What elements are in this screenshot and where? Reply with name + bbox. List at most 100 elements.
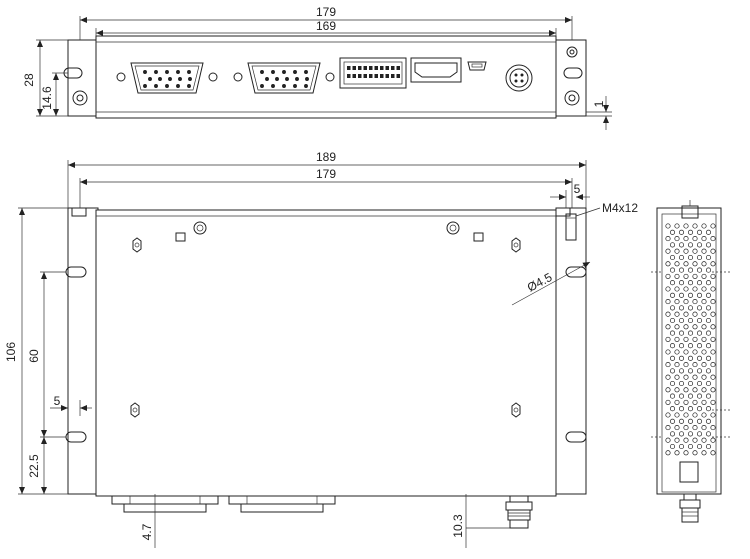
vent-hole (683, 450, 689, 456)
vent-hole (696, 229, 703, 235)
vent-hole (674, 387, 680, 393)
vent-hole (687, 254, 694, 261)
connector-pin (275, 77, 279, 81)
vent-hole (669, 280, 676, 286)
connector-pin (188, 77, 192, 81)
terminal-pin (347, 66, 351, 70)
front-left-screw (72, 90, 88, 106)
vent-hole (710, 362, 716, 368)
svg-text:189: 189 (316, 150, 336, 164)
vent-hole (710, 437, 716, 443)
vent-hole (665, 399, 671, 405)
front-dim-14-6: 14.6 (40, 72, 68, 116)
vent-hole (674, 324, 680, 330)
connector-pin (295, 77, 299, 81)
terminal-pin (363, 74, 367, 78)
svg-text:60: 60 (27, 349, 41, 363)
vent-hole (705, 355, 712, 361)
svg-text:179: 179 (316, 5, 336, 19)
vent-hole (701, 425, 707, 431)
round-screw-right (446, 221, 460, 235)
vent-hole (710, 286, 716, 292)
connector-pin (154, 70, 158, 74)
vent-hole (692, 299, 698, 305)
vent-hole (674, 299, 680, 305)
connector-pin (260, 84, 264, 88)
vent-hole (701, 261, 707, 267)
vent-hole (678, 343, 685, 349)
vent-hole (696, 443, 703, 450)
vent-hole (701, 412, 707, 418)
connector-pin (265, 77, 269, 81)
mini-usb-port (467, 61, 487, 71)
bottom-connector-db-right (228, 495, 336, 513)
vent-hole (692, 362, 698, 368)
vent-hole (705, 343, 712, 349)
vent-hole (674, 273, 680, 279)
vent-hole (665, 236, 671, 242)
vent-hole (678, 406, 685, 412)
vent-hole (665, 299, 671, 305)
vent-hole (705, 254, 712, 261)
vent-hole (710, 223, 716, 229)
vent-hole (674, 248, 680, 254)
vent-hole (678, 292, 685, 298)
vent-hole (683, 437, 689, 443)
vent-hole (687, 343, 694, 349)
vent-hole (710, 399, 716, 405)
vent-hole (710, 349, 716, 355)
vent-hole (669, 368, 676, 374)
bottom-connector-db-left (111, 495, 219, 513)
vent-hole (696, 406, 703, 412)
vent-hole (674, 374, 680, 380)
top-dim-22-5: 22.5 (27, 437, 47, 494)
front-view: 179 169 28 14.6 1 (22, 5, 612, 130)
vent-hole (683, 387, 689, 393)
side-view (651, 200, 730, 523)
vent-hole (692, 399, 698, 405)
vent-hole (678, 229, 685, 235)
svg-text:5: 5 (54, 394, 61, 408)
vent-hole (669, 406, 676, 412)
hex-standoff-tl (132, 237, 142, 253)
vent-hole (701, 450, 707, 456)
vent-hole (696, 254, 703, 261)
vent-hole (678, 393, 685, 399)
connector-pin (282, 70, 286, 74)
vent-hole (669, 229, 676, 235)
vent-hole (696, 242, 703, 248)
vent-hole (705, 330, 712, 336)
vent-hole (696, 330, 703, 336)
svg-text:10.3: 10.3 (451, 514, 465, 538)
svg-text:14.6: 14.6 (40, 86, 54, 110)
hex-standoff-bl (130, 402, 140, 418)
terminal-pin (396, 66, 400, 70)
vent-hole (665, 425, 671, 431)
vent-hole (710, 236, 716, 242)
vent-hole (701, 437, 707, 443)
vent-hole (692, 437, 698, 443)
vent-hole (665, 311, 671, 317)
vent-hole (705, 305, 712, 311)
terminal-pin (391, 74, 395, 78)
vent-hole (678, 317, 685, 324)
m4-screw (565, 213, 577, 241)
connector-pin (304, 84, 308, 88)
vent-hole (665, 286, 671, 292)
hex-standoff-tr (511, 237, 521, 253)
terminal-pin (358, 74, 362, 78)
connector-pin (178, 77, 182, 81)
vent-hole (687, 229, 694, 235)
connector-pin (154, 84, 158, 88)
top-dim-5-left: 5 (50, 394, 92, 416)
vent-hole (701, 324, 707, 330)
connector-pin (143, 70, 147, 74)
vent-hole (687, 242, 694, 248)
vent-hole (665, 223, 671, 229)
vent-grid (665, 223, 716, 456)
connector-pin (143, 84, 147, 88)
vent-hole (669, 343, 676, 349)
vent-hole (696, 393, 703, 399)
vent-hole (687, 292, 694, 298)
vent-hole (674, 412, 680, 418)
